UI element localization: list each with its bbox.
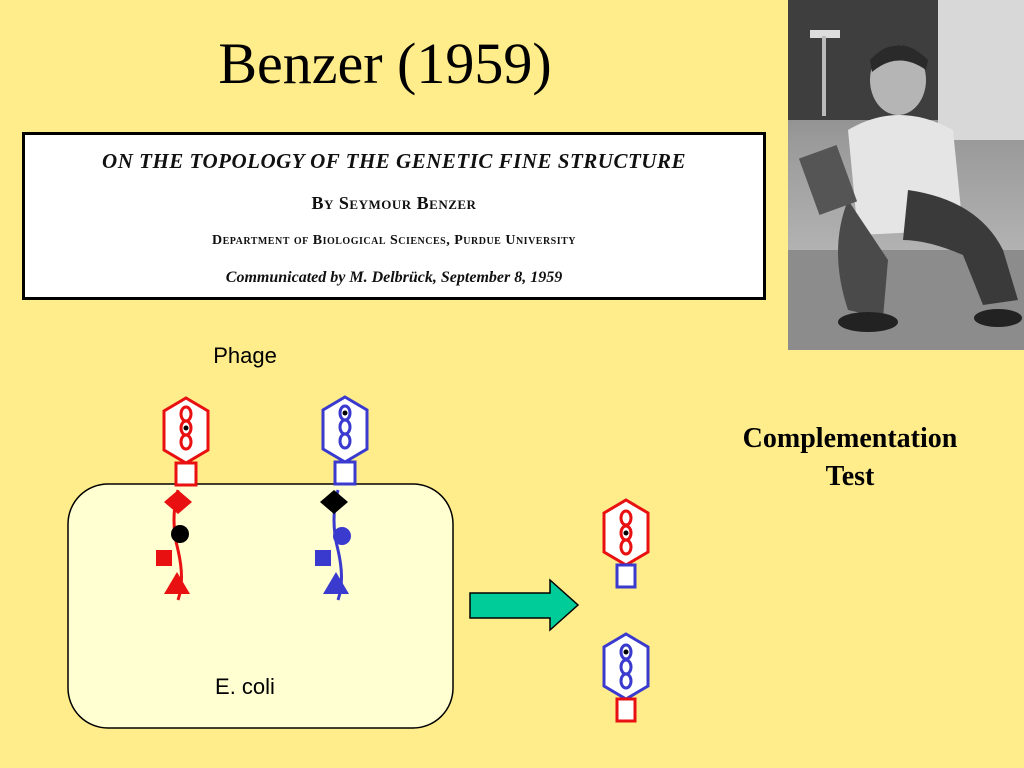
slide-title: Benzer (1959) [218,31,552,96]
paper-header-image: ON THE TOPOLOGY OF THE GENETIC FINE STRU… [22,132,766,300]
complementation-test-label: Complementation Test [700,420,1000,496]
black-circle-mutation [171,525,189,543]
blue-circle [333,527,351,545]
blue-triangle [323,572,349,594]
progeny-red-phage [602,498,650,589]
paper-author: By Seymour Benzer [311,193,477,213]
black-diamond-mutation [320,490,348,514]
benzer-photo [788,0,1024,350]
phage-label: Phage [213,343,277,368]
paper-communicated: Communicated by M. Delbrück, September 8… [225,269,563,286]
paper-title: ON THE TOPOLOGY OF THE GENETIC FINE STRU… [102,149,686,173]
result-arrow [469,578,580,632]
red-triangle [164,572,190,594]
blue-square [315,550,331,566]
complementation-label-line1: Complementation [742,423,958,454]
blue-phage [321,395,369,486]
ecoli-cell [67,483,454,729]
ecoli-label: E. coli [215,674,275,699]
red-diamond [164,490,192,514]
progeny-blue-phage [602,632,650,723]
red-square [156,550,172,566]
paper-department: Department of Biological Sciences, Purdu… [211,233,577,248]
complementation-label-line2: Test [825,461,875,492]
red-injected-genome [156,489,192,601]
red-phage [162,396,210,487]
blue-injected-genome [315,489,351,601]
